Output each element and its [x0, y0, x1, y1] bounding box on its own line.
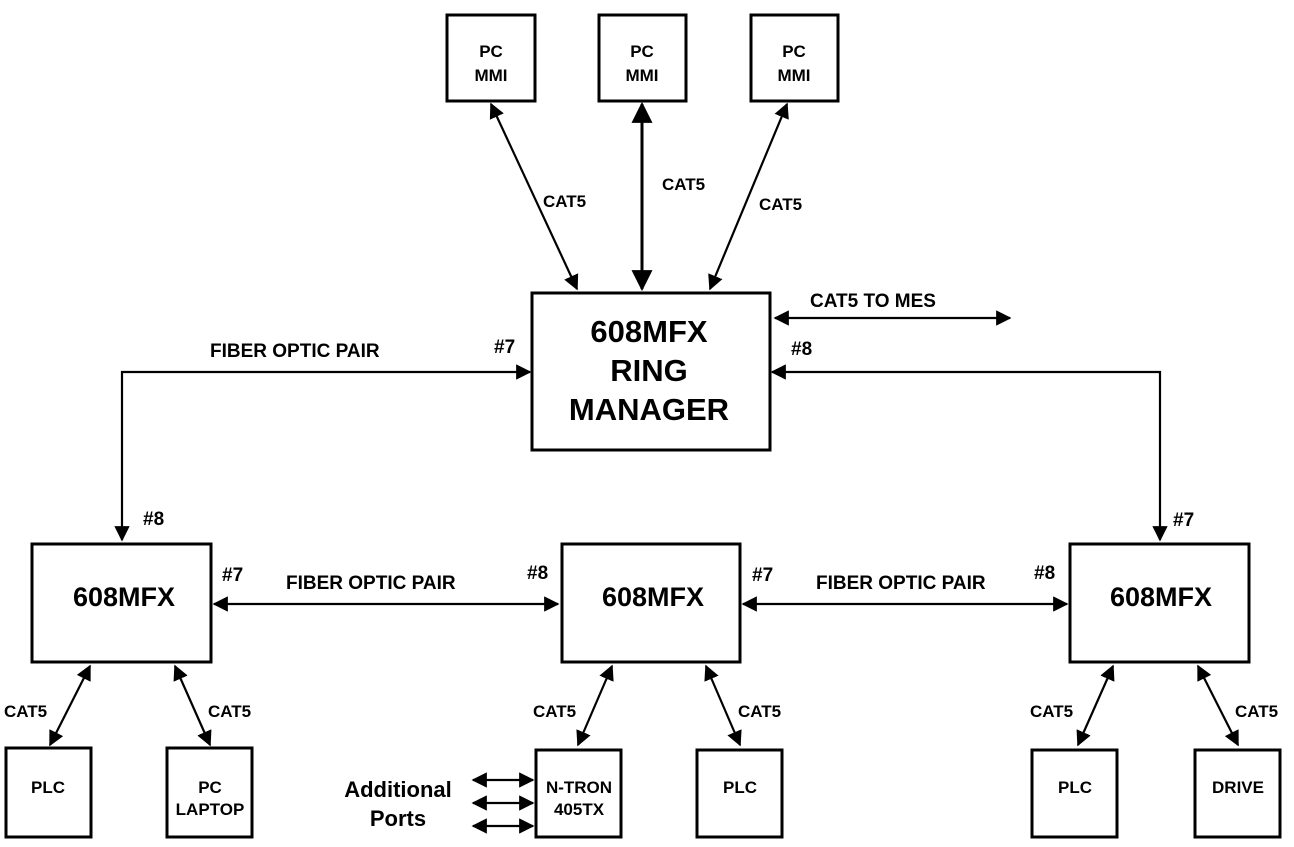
fiber-label: FIBER OPTIC PAIR — [816, 573, 986, 594]
cat5-label: CAT5 — [543, 192, 586, 211]
cat5-label: CAT5 — [738, 702, 781, 721]
cat5-link-pc1 — [489, 102, 579, 291]
switch-label: 608MFX — [1110, 582, 1212, 612]
cat5-link-plc-mid — [704, 664, 742, 747]
device-label: 405TX — [554, 800, 605, 819]
pc-mmi-label: MMI — [777, 66, 810, 85]
device-label: PC — [198, 778, 222, 797]
device-label: PLC — [723, 778, 757, 797]
fiber-label: FIBER OPTIC PAIR — [210, 341, 380, 362]
ntron-405tx: N-TRON 405TX — [534, 748, 623, 839]
drive: DRIVE — [1193, 748, 1282, 839]
cat5-label: CAT5 — [662, 175, 705, 194]
plc-middle: PLC — [695, 748, 784, 839]
plc-right: PLC — [1030, 748, 1119, 839]
pc-mmi-label: MMI — [474, 66, 507, 85]
connections — [49, 101, 1239, 834]
cat5-link-drive — [1197, 664, 1239, 747]
port-label: #7 — [494, 337, 515, 358]
port-label: #8 — [791, 339, 812, 360]
cat5-link-laptop — [173, 664, 212, 747]
ring-manager-label: RING — [610, 353, 688, 388]
pc-laptop: PC LAPTOP — [165, 746, 254, 839]
switch-label: 608MFX — [602, 582, 704, 612]
cat5-link-plc-right — [1076, 664, 1115, 747]
port-label: #7 — [752, 565, 773, 586]
device-label: PLC — [31, 778, 65, 797]
pc-mmi-3: PC MMI — [749, 13, 840, 103]
pc-mmi-label: PC — [479, 42, 503, 61]
cat5-label: CAT5 — [533, 702, 576, 721]
cat5-label: CAT5 — [208, 702, 251, 721]
pc-mmi-2: PC MMI — [597, 13, 688, 103]
fiber-link-ring-right — [770, 364, 1168, 542]
cat5-label: CAT5 — [759, 195, 802, 214]
pc-mmi-label: PC — [782, 42, 806, 61]
cat5-link-pc3 — [708, 102, 789, 291]
device-label: DRIVE — [1212, 778, 1264, 797]
switch-left: 608MFX — [30, 542, 213, 664]
pc-mmi-label: PC — [630, 42, 654, 61]
cat5-label: CAT5 — [1030, 702, 1073, 721]
cat5-link-ntron — [576, 664, 614, 747]
device-label: LAPTOP — [176, 800, 245, 819]
cat5-to-mes-label: CAT5 TO MES — [810, 291, 936, 312]
cat5-link-plc-left — [49, 664, 91, 747]
pc-mmi-1: PC MMI — [445, 13, 537, 103]
link-labels: CAT5 CAT5 CAT5 CAT5 TO MES FIBER OPTIC P… — [4, 175, 1278, 831]
fiber-label: FIBER OPTIC PAIR — [286, 573, 456, 594]
ring-manager-label: MANAGER — [569, 392, 729, 427]
pc-mmi-label: MMI — [625, 66, 658, 85]
device-label: N-TRON — [546, 778, 612, 797]
fiber-link-left-ring — [114, 364, 532, 542]
plc-left: PLC — [4, 746, 93, 839]
switch-right: 608MFX — [1068, 542, 1251, 664]
port-label: #7 — [222, 565, 243, 586]
additional-ports-label: Ports — [370, 806, 426, 831]
device-label: PLC — [1058, 778, 1092, 797]
switch-middle: 608MFX — [560, 542, 742, 664]
port-label: #7 — [1173, 510, 1194, 531]
cat5-label: CAT5 — [1235, 702, 1278, 721]
port-label: #8 — [143, 509, 164, 530]
port-label: #8 — [527, 563, 548, 584]
ring-manager: 608MFX RING MANAGER — [530, 291, 772, 452]
switch-label: 608MFX — [73, 582, 175, 612]
cat5-label: CAT5 — [4, 702, 47, 721]
additional-ports-label: Additional — [344, 777, 452, 802]
port-label: #8 — [1034, 563, 1055, 584]
ring-manager-label: 608MFX — [590, 314, 707, 349]
